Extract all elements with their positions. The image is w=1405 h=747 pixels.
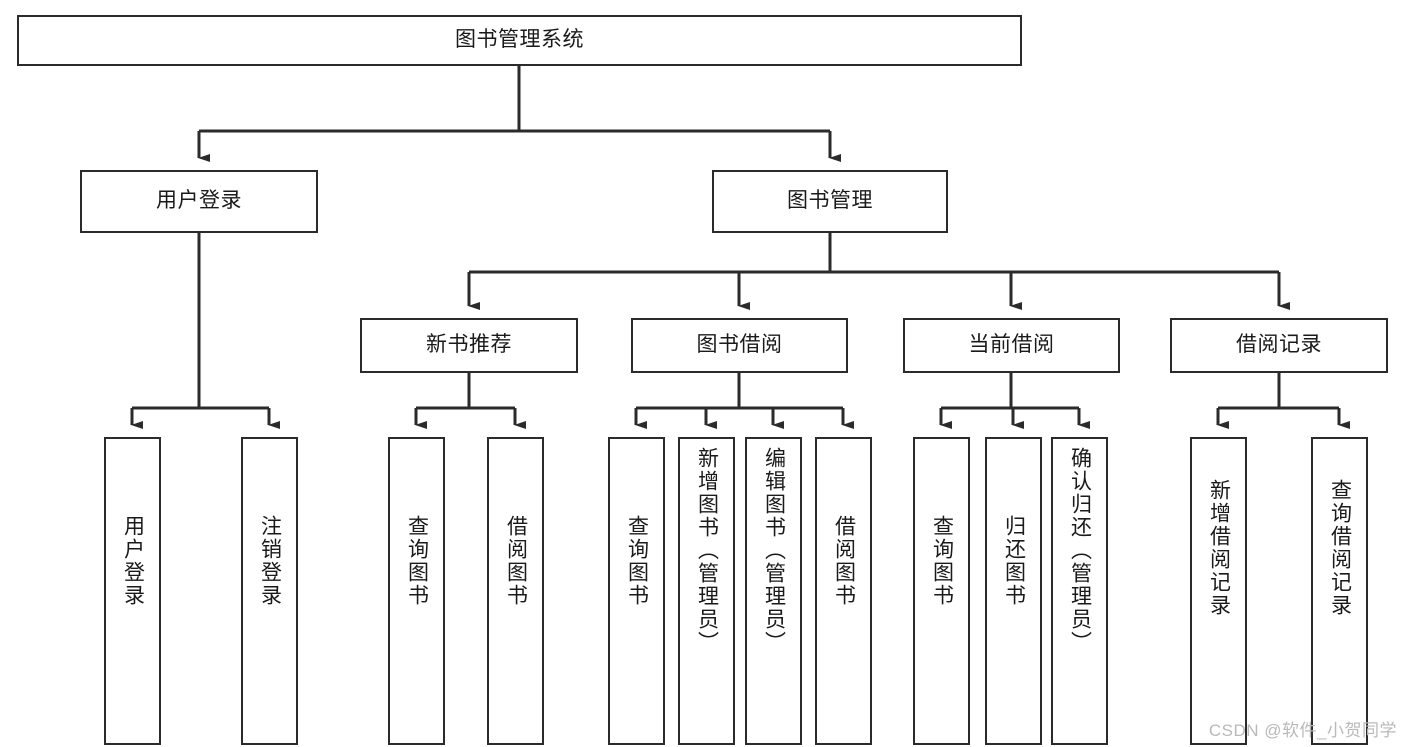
leaf-query-book-cur-label: 查询图书 bbox=[930, 515, 954, 607]
node-book-borrow[interactable]: 图书借阅 bbox=[631, 318, 848, 373]
leaf-add-record[interactable]: 新增借阅记录 bbox=[1190, 437, 1247, 745]
node-current-borrow-label: 当前借阅 bbox=[968, 333, 1055, 357]
node-book-borrow-label: 图书借阅 bbox=[696, 333, 783, 357]
leaf-add-book-label: 新增图书（管理员） bbox=[695, 447, 719, 654]
leaf-borrow-book[interactable]: 借阅图书 bbox=[815, 437, 872, 745]
leaf-logout[interactable]: 注销登录 bbox=[241, 437, 298, 745]
leaf-query-record-label: 查询借阅记录 bbox=[1328, 479, 1352, 617]
leaf-add-record-label: 新增借阅记录 bbox=[1207, 479, 1231, 617]
node-root[interactable]: 图书管理系统 bbox=[17, 15, 1022, 66]
node-root-label: 图书管理系统 bbox=[455, 28, 584, 52]
node-borrow-record-label: 借阅记录 bbox=[1236, 333, 1322, 357]
node-user-login-label: 用户登录 bbox=[156, 189, 242, 213]
node-new-book-rec[interactable]: 新书推荐 bbox=[360, 318, 578, 373]
leaf-query-book-borrow[interactable]: 查询图书 bbox=[608, 437, 665, 745]
watermark-text: CSDN @软件_小贺同学 bbox=[1208, 721, 1397, 740]
leaf-return-book[interactable]: 归还图书 bbox=[985, 437, 1042, 745]
node-new-book-rec-label: 新书推荐 bbox=[426, 333, 512, 357]
node-book-manage-label: 图书管理 bbox=[787, 189, 873, 213]
leaf-query-book-cur[interactable]: 查询图书 bbox=[913, 437, 970, 745]
leaf-return-book-label: 归还图书 bbox=[1002, 515, 1026, 607]
leaf-user-login[interactable]: 用户登录 bbox=[104, 437, 161, 745]
leaf-query-book-borrow-label: 查询图书 bbox=[625, 515, 649, 607]
node-book-manage[interactable]: 图书管理 bbox=[712, 170, 948, 233]
leaf-user-login-label: 用户登录 bbox=[121, 515, 145, 607]
leaf-add-book[interactable]: 新增图书（管理员） bbox=[678, 437, 735, 745]
leaf-confirm-return[interactable]: 确认归还（管理员） bbox=[1051, 437, 1108, 745]
leaf-borrow-book-rec[interactable]: 借阅图书 bbox=[487, 437, 544, 745]
leaf-query-book-rec[interactable]: 查询图书 bbox=[388, 437, 445, 745]
leaf-confirm-return-label: 确认归还（管理员） bbox=[1068, 447, 1092, 654]
leaf-borrow-book-label: 借阅图书 bbox=[832, 515, 856, 607]
node-current-borrow[interactable]: 当前借阅 bbox=[903, 318, 1120, 373]
leaf-edit-book-label: 编辑图书（管理员） bbox=[762, 447, 786, 654]
node-borrow-record[interactable]: 借阅记录 bbox=[1170, 318, 1388, 373]
leaf-edit-book[interactable]: 编辑图书（管理员） bbox=[745, 437, 802, 745]
leaf-query-record[interactable]: 查询借阅记录 bbox=[1311, 437, 1368, 745]
node-user-login[interactable]: 用户登录 bbox=[80, 170, 318, 233]
leaf-logout-label: 注销登录 bbox=[258, 515, 282, 607]
leaf-query-book-rec-label: 查询图书 bbox=[405, 515, 429, 607]
leaf-borrow-book-rec-label: 借阅图书 bbox=[504, 515, 528, 607]
